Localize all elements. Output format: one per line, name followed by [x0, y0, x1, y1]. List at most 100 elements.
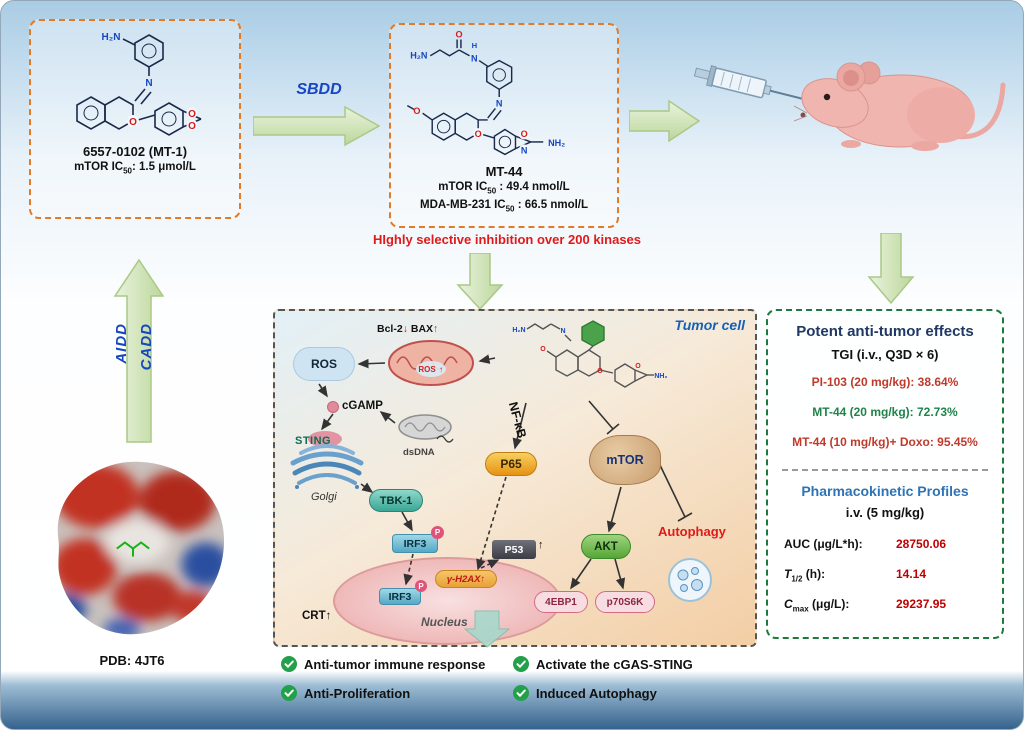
check-icon	[281, 685, 297, 701]
atom-label: O	[635, 363, 641, 370]
nucleus-exit-arrow	[463, 610, 511, 648]
to-tumor-cell-arrow	[456, 253, 504, 311]
protein-structure	[57, 461, 224, 635]
compound1-potency: mTOR IC50: 1.5 μmol/L	[74, 159, 196, 177]
pk-label-suffix: (μg/L):	[808, 597, 850, 611]
atom-label: O	[540, 346, 546, 353]
p53-node: P53	[492, 540, 536, 559]
gh2ax-node: γ-H2AX↑	[435, 570, 497, 588]
golgi-label: Golgi	[311, 491, 337, 503]
phospho-badge: P	[431, 526, 444, 539]
check-icon	[281, 656, 297, 672]
compound2-structure: H₂N O N H N O O O N NH₂	[406, 30, 565, 155]
aidd-label: AIDD	[113, 323, 130, 364]
p65-node: P65	[485, 452, 537, 476]
crt-label: CRT↑	[302, 610, 331, 622]
bax-label: BAX	[410, 323, 434, 335]
node-p70s6k: p70S6K	[595, 591, 655, 613]
pk-label-sub: 1/2	[791, 574, 803, 584]
pdb-label: PDB: 4JT6	[99, 653, 165, 668]
ros-label: ROS	[310, 357, 337, 371]
atom-label: H	[472, 41, 478, 50]
pk-label-suffix: (h):	[802, 567, 826, 581]
atom-label: O	[597, 368, 603, 375]
mitochondria-icon: ROS ↑	[388, 340, 474, 386]
potency-suffix: : 49.4 nmol/L	[496, 181, 570, 193]
atom-label: O	[188, 109, 196, 120]
sbdd-label: SBDD	[296, 81, 342, 98]
atom-label: N	[145, 78, 152, 89]
pk-label-prefix: C	[784, 597, 793, 611]
irf3-label: IRF3	[403, 537, 427, 550]
atom-label: O	[455, 30, 462, 40]
compound1-structure: H₂N N O O O	[76, 32, 202, 136]
dsdna-label: dsDNA	[403, 447, 435, 458]
atom-label: O	[413, 106, 420, 116]
check-icon	[513, 685, 529, 701]
up-arrow: ↑	[433, 323, 439, 335]
pk-title: Pharmacokinetic Profiles	[801, 483, 969, 499]
up-arrow: ↑	[480, 573, 486, 585]
atom-label: H₂N	[102, 32, 121, 43]
check-icon	[513, 656, 529, 672]
pk-label-prefix: AUC (μg/L*h):	[784, 537, 863, 551]
compound2-panel: H₂N O N H N O O O N NH₂ MT-44 mTOR IC50 …	[389, 23, 619, 228]
pathway-arrows	[317, 354, 693, 648]
mtor-node: mTOR	[589, 435, 661, 485]
autophagosome-icon	[667, 557, 713, 608]
compound2-name: MT-44	[485, 164, 523, 179]
aidd-cadd-arrow	[113, 258, 165, 443]
outcome-item: Induced Autophagy	[513, 685, 657, 701]
irf3-node: IRF3	[392, 534, 438, 553]
compound1-name: 6557-0102 (MT-1)	[82, 144, 188, 159]
mtor-label: mTOR	[606, 453, 644, 467]
irf3-nucleus-node: IRF3	[379, 588, 421, 605]
sbdd-arrow	[253, 105, 381, 147]
pk-divider	[782, 469, 988, 471]
akt-label: AKT	[594, 540, 618, 553]
cgamp-molecule-icon	[327, 401, 339, 413]
result-row: MT-44 (20 mg/kg): 72.73%	[812, 405, 958, 419]
compound2-mtor-potency: mTOR IC50 : 49.4 nmol/L	[438, 179, 569, 197]
pk-row: T1/2 (h): 14.14	[784, 567, 990, 583]
outcome-label: Induced Autophagy	[536, 685, 657, 701]
phospho-badge: P	[415, 580, 427, 592]
atom-label: N	[471, 54, 478, 64]
label-4ebp1: 4EBP1	[545, 596, 577, 608]
bcl2-label: Bcl-2	[377, 323, 403, 335]
to-results-arrow	[867, 233, 915, 305]
pk-row: Cmax (μg/L): 29237.95	[784, 597, 990, 613]
p53-label: P53	[504, 543, 524, 556]
tbk1-node: TBK-1	[369, 489, 423, 512]
cell-compound-structure: H₂N N O O O NH₂	[512, 320, 667, 388]
potency-sub: 50	[123, 166, 132, 176]
pk-dose: i.v. (5 mg/kg)	[845, 505, 925, 520]
golgi-icon	[290, 431, 364, 489]
atom-label: N	[521, 145, 528, 155]
pk-label: AUC (μg/L*h):	[784, 537, 896, 553]
potency-prefix: MDA-MB-231 IC	[419, 198, 506, 211]
up-arrow: ↑	[439, 365, 443, 374]
phospho-label: P	[418, 581, 424, 591]
potency-sub: 50	[505, 204, 515, 214]
results-panel: Potent anti-tumor effects TGI (i.v., Q3D…	[766, 309, 1004, 639]
potency-suffix: : 66.5 nmol/L	[514, 198, 589, 211]
crt-text: CRT	[302, 610, 326, 622]
pk-value: 29237.95	[896, 597, 947, 611]
potency-prefix: mTOR IC	[74, 161, 124, 173]
tbk1-label: TBK-1	[379, 494, 413, 507]
atom-label: O	[188, 121, 196, 132]
pk-value: 14.14	[896, 567, 927, 581]
atom-label: NH₂	[654, 373, 667, 380]
autophagy-label: Autophagy	[658, 524, 726, 539]
dsdna-icon	[398, 414, 454, 443]
atom-label: H₂N	[410, 51, 427, 61]
label-p70s6k: p70S6K	[606, 596, 644, 608]
p65-label: P65	[500, 457, 522, 471]
compound1-panel: H₂N N O O O 6557-0102 (MT-1) mTOR IC50: …	[29, 19, 241, 219]
ros-cloud: ROS	[293, 347, 355, 381]
tumor-cell-title: Tumor cell	[674, 317, 745, 333]
pk-label-prefix: T	[784, 567, 792, 581]
potency-suffix: : 1.5 μmol/L	[131, 161, 196, 173]
